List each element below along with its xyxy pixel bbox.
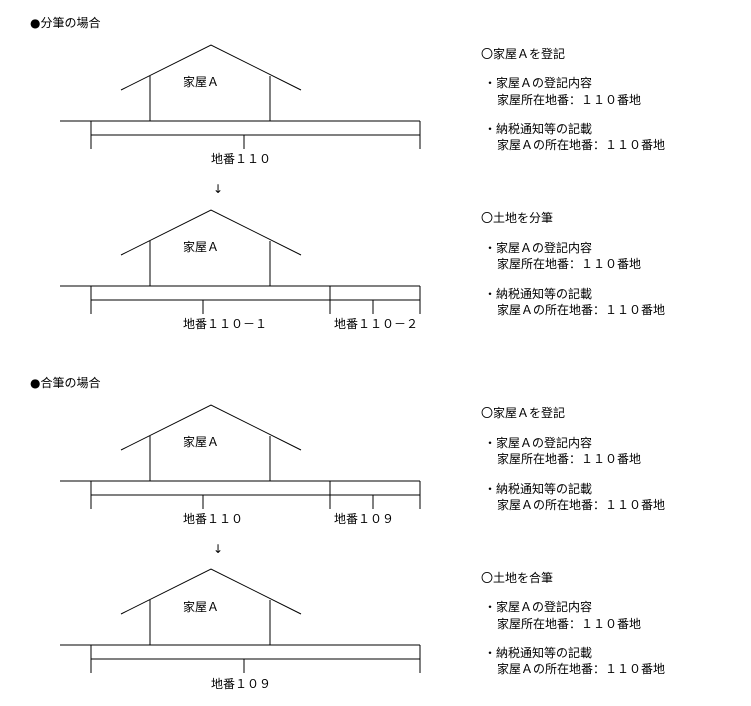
note-item-body: 家屋Ａの所在地番：１１０番地: [497, 497, 665, 512]
lot-bracket: [91, 645, 420, 673]
house-label: 家屋Ａ: [183, 434, 219, 449]
notes-title: 〇家屋Ａを登記: [481, 405, 565, 420]
note-item-head: ・納税通知等の記載: [484, 121, 592, 136]
note-item-head: ・納税通知等の記載: [484, 645, 592, 660]
step-panel: 家屋Ａ 地番１１０ 〇家屋Ａを登記 ・家屋Ａの登記内容 家屋所在地番：１１０番地…: [60, 45, 665, 166]
note-item-head: ・家屋Ａの登記内容: [484, 435, 592, 450]
lot-label: 地番１１０: [211, 152, 271, 166]
house-label: 家屋Ａ: [183, 239, 219, 254]
note-item-body: 家屋所在地番：１１０番地: [497, 451, 641, 466]
lot-bracket: [91, 286, 420, 314]
notes-block: 〇家屋Ａを登記 ・家屋Ａの登記内容 家屋所在地番：１１０番地 ・納税通知等の記載…: [481, 46, 665, 152]
section-heading-bunpitsu: ●分筆の場合: [30, 15, 100, 30]
note-item-head: ・家屋Ａの登記内容: [484, 599, 592, 614]
transition-arrow: ↓: [213, 182, 223, 196]
house-label: 家屋Ａ: [183, 599, 219, 614]
note-item-head: ・家屋Ａの登記内容: [484, 75, 592, 90]
step-panel: 家屋Ａ 地番１１０－１ 地番１１０－２ 〇土地を分筆 ・家屋Ａの登記内容 家屋所…: [60, 210, 665, 331]
transition-arrow: ↓: [213, 542, 223, 556]
note-item-body: 家屋所在地番：１１０番地: [497, 256, 641, 271]
notes-block: 〇家屋Ａを登記 ・家屋Ａの登記内容 家屋所在地番：１１０番地 ・納税通知等の記載…: [481, 405, 665, 512]
notes-block: 〇土地を合筆 ・家屋Ａの登記内容 家屋所在地番：１１０番地 ・納税通知等の記載 …: [481, 570, 665, 676]
step-panel: 家屋Ａ 地番１０９ 〇土地を合筆 ・家屋Ａの登記内容 家屋所在地番：１１０番地 …: [60, 569, 665, 691]
note-item-body: 家屋所在地番：１１０番地: [497, 616, 641, 631]
lot-label: 地番１１０: [183, 512, 243, 526]
lot-bracket: [91, 481, 420, 509]
notes-title: 〇家屋Ａを登記: [481, 46, 565, 61]
lot-label: 地番１０９: [334, 512, 394, 526]
notes-title: 〇土地を合筆: [481, 570, 553, 585]
note-item-body: 家屋Ａの所在地番：１１０番地: [497, 661, 665, 676]
lot-label: 地番１１０－１: [183, 317, 267, 331]
note-item-body: 家屋所在地番：１１０番地: [497, 92, 641, 107]
note-item-head: ・納税通知等の記載: [484, 286, 592, 301]
lot-label: 地番１１０－２: [334, 317, 418, 331]
notes-block: 〇土地を分筆 ・家屋Ａの登記内容 家屋所在地番：１１０番地 ・納税通知等の記載 …: [481, 211, 665, 317]
section-heading-gappitsu: ●合筆の場合: [30, 375, 100, 390]
notes-title: 〇土地を分筆: [481, 211, 553, 225]
lot-bracket: [91, 121, 420, 149]
note-item-body: 家屋Ａの所在地番：１１０番地: [497, 302, 665, 317]
step-panel: 家屋Ａ 地番１１０ 地番１０９ 〇家屋Ａを登記 ・家屋Ａの登記内容 家屋所在地番…: [60, 405, 665, 526]
note-item-head: ・納税通知等の記載: [484, 481, 592, 496]
house-label: 家屋Ａ: [183, 74, 219, 89]
note-item-head: ・家屋Ａの登記内容: [484, 240, 592, 255]
note-item-body: 家屋Ａの所在地番：１１０番地: [497, 137, 665, 152]
lot-label: 地番１０９: [211, 677, 271, 691]
